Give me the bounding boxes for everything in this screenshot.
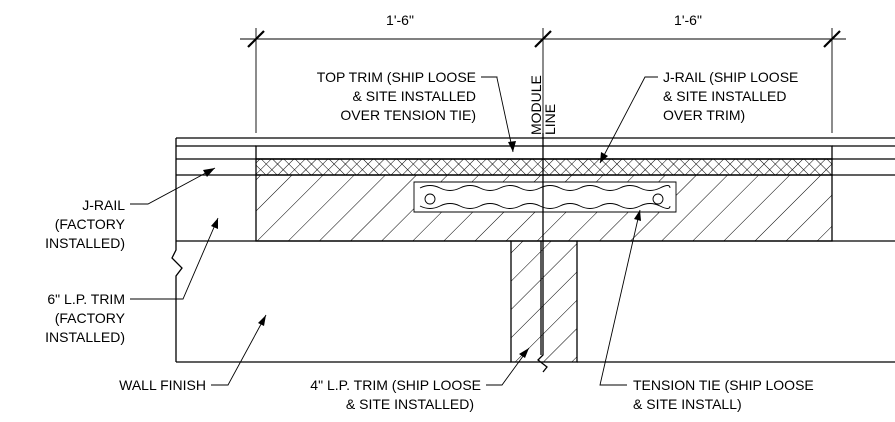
lp-trim-4in (510, 240, 578, 363)
leader-top-trim (481, 76, 514, 153)
arrow-top-trim (508, 141, 516, 152)
leader-tension-tie (599, 209, 641, 386)
arrow-lp6 (211, 218, 218, 229)
label-jrail-site-2: & SITE INSTALLED (663, 88, 786, 104)
label-jrail-factory-3: INSTALLED) (45, 235, 125, 251)
leader-lp6 (130, 217, 219, 300)
label-jrail-site-3: OVER TRIM) (663, 107, 745, 123)
arrow-lp4 (519, 348, 529, 358)
label-lp6-1: 6" L.P. TRIM (47, 291, 125, 307)
break-line-left (171, 138, 183, 362)
label-tension-tie-2: & SITE INSTALL) (633, 396, 742, 412)
label-lp6-2: (FACTORY (55, 310, 126, 326)
tension-tie-plate (413, 181, 677, 213)
arrow-jrail-factory (203, 168, 215, 177)
dimension-line (240, 28, 846, 133)
label-top-trim-3: OVER TENSION TIE) (340, 107, 476, 123)
label-jrail-factory-1: J-RAIL (82, 197, 125, 213)
label-wall-finish: WALL FINISH (119, 377, 206, 393)
module-line-label-1: MODULE (528, 75, 544, 135)
module-line (537, 133, 548, 373)
label-lp4-2: & SITE INSTALLED) (346, 396, 474, 412)
label-lp6-3: INSTALLED) (45, 329, 125, 345)
label-tension-tie-1: TENSION TIE (SHIP LOOSE (633, 377, 814, 393)
leader-jrail-factory (130, 167, 216, 205)
leader-wall-finish (211, 314, 267, 386)
j-rail-band (255, 158, 833, 176)
dimension-right-label: 1'-6" (674, 12, 702, 28)
top-trim (255, 145, 833, 160)
arrow-jrail-site (600, 152, 608, 163)
arrow-wall-finish (258, 315, 266, 326)
arrow-tension-tie (634, 210, 641, 221)
leader-lp4 (486, 347, 530, 386)
module-line-label-2: LINE (542, 104, 558, 135)
label-jrail-factory-2: (FACTORY (55, 216, 126, 232)
leader-jrail-site (599, 76, 658, 164)
label-jrail-site-1: J-RAIL (SHIP LOOSE (663, 69, 798, 85)
dimension-left-label: 1'-6" (386, 12, 414, 28)
label-top-trim-2: & SITE INSTALLED (353, 88, 476, 104)
label-lp4-1: 4" L.P. TRIM (SHIP LOOSE (310, 377, 481, 393)
label-top-trim-1: TOP TRIM (SHIP LOOSE (317, 69, 476, 85)
